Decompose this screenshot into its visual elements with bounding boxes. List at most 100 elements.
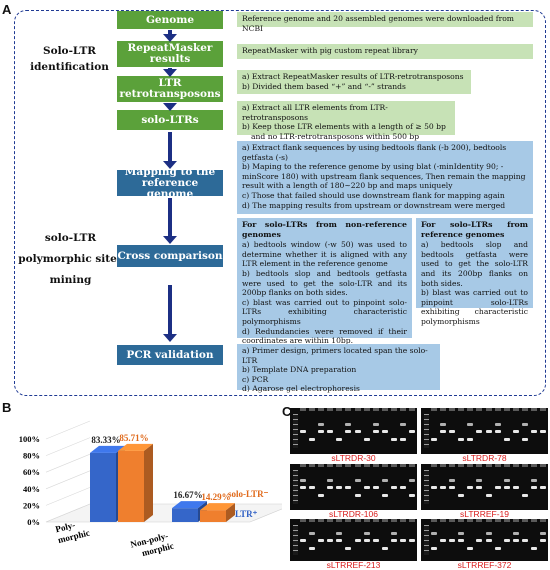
gel-band (300, 486, 307, 490)
gel-band (372, 539, 379, 543)
gel-band (399, 422, 406, 426)
desc-text: Reference genome and 20 assembled genome… (242, 14, 515, 33)
desc-genome: Reference genome and 20 assembled genome… (237, 12, 533, 33)
gel-band (390, 532, 397, 536)
gel-well (408, 408, 415, 411)
gel-band (336, 486, 343, 490)
gel-band (372, 430, 379, 434)
panel-b-letter: B (2, 400, 12, 415)
gel-band (363, 532, 370, 536)
gel-well (300, 408, 307, 411)
gel-band (494, 430, 501, 434)
desc-item: b) bedtools slop and bedtools getfasta w… (242, 268, 407, 298)
gel-band (494, 546, 501, 550)
gel-band (399, 539, 406, 543)
gel-band (399, 438, 406, 442)
gel-well (345, 519, 352, 522)
gel-well (372, 408, 379, 411)
panel-a-letter: A (2, 2, 12, 17)
y-tick-label: 60% (23, 467, 40, 477)
desc-ltr: a) Extract RepeatMasker results of LTR-r… (237, 70, 471, 94)
gel-band (512, 532, 519, 536)
gel-band (309, 486, 316, 490)
gel-image (421, 519, 548, 561)
gel-band (381, 430, 388, 434)
gel-well (363, 464, 370, 467)
gel-image (290, 408, 417, 454)
ladder-lane (424, 414, 429, 448)
arrow-down-icon (163, 68, 177, 77)
gel-well (309, 408, 316, 411)
section-label-line: solo-LTR (44, 232, 97, 244)
gel-well (521, 519, 528, 522)
gel-band (431, 486, 438, 490)
gel-band (309, 438, 316, 442)
desc-item: c) PCR (242, 374, 269, 384)
gel-well (503, 408, 510, 411)
gel-well (431, 519, 438, 522)
gel-band (372, 486, 379, 490)
desc-item: d) Agarose gel electrophoresis (242, 384, 360, 394)
gel-well (512, 519, 519, 522)
desc-item: and no LTR-retrotransposons within 500 b… (251, 131, 420, 141)
gel-well (467, 519, 474, 522)
bar-chart: 0%20%40%60%80%100%83.33%16.67%solo-LTR⁺8… (19, 420, 282, 558)
step-solo-ltrs: solo-LTRs (117, 110, 223, 130)
gel-well (300, 519, 307, 522)
gel-band (318, 494, 325, 498)
gel-well (449, 519, 456, 522)
step-genome: Genome (117, 11, 223, 29)
gel-band (345, 486, 352, 490)
gel-well (494, 519, 501, 522)
gel-band (354, 430, 361, 434)
gel-band (381, 478, 388, 482)
gel-band (408, 478, 415, 482)
gel-well (381, 464, 388, 467)
gel-band (449, 486, 456, 490)
gel-label: sLTRDR-30 (331, 453, 376, 463)
gel-band (485, 539, 492, 543)
desc-item: b) Template DNA preparation (242, 365, 357, 375)
gel-well (381, 408, 388, 411)
data-label: 83.33% (91, 435, 120, 445)
gel-band (354, 494, 361, 498)
gel-band (503, 539, 510, 543)
desc-item: b) Divided them based “+” and “-” strand… (242, 81, 406, 91)
gel-well (408, 464, 415, 467)
gel-band (521, 539, 528, 543)
gel-band (431, 532, 438, 536)
desc-item: d) Redundancies were removed if their co… (242, 326, 407, 346)
gel-band (372, 422, 379, 426)
gel-band (512, 486, 519, 490)
gel-band (336, 438, 343, 442)
gel-well (521, 408, 528, 411)
gel-well (449, 464, 456, 467)
desc-item: c) blast was carried out to pinpoint sol… (242, 297, 407, 326)
desc-item: a) Extract all LTR elements from LTR-ret… (242, 103, 388, 122)
ladder-lane (424, 525, 429, 555)
gel-band (408, 539, 415, 543)
gel-well (327, 464, 334, 467)
data-label: 14.29% (201, 492, 230, 502)
gel-well (494, 464, 501, 467)
gel-well (336, 408, 343, 411)
gel-band (467, 422, 474, 426)
gel-band (539, 532, 546, 536)
section-label-line: identification (30, 61, 109, 73)
gel-well (503, 464, 510, 467)
gel-well (354, 408, 361, 411)
gel-well (309, 464, 316, 467)
gel-band (327, 430, 334, 434)
y-tick-label: 100% (19, 434, 40, 444)
gel-band (390, 438, 397, 442)
gel-band (449, 539, 456, 543)
gel-well (399, 464, 406, 467)
gel-band (354, 539, 361, 543)
gel-well (467, 408, 474, 411)
gel-band (530, 478, 537, 482)
bar (200, 510, 226, 522)
gel-well (485, 519, 492, 522)
gel-well (440, 519, 447, 522)
desc-text: RepeatMasker with pig custom repeat libr… (242, 46, 418, 55)
gel-band (467, 486, 474, 490)
